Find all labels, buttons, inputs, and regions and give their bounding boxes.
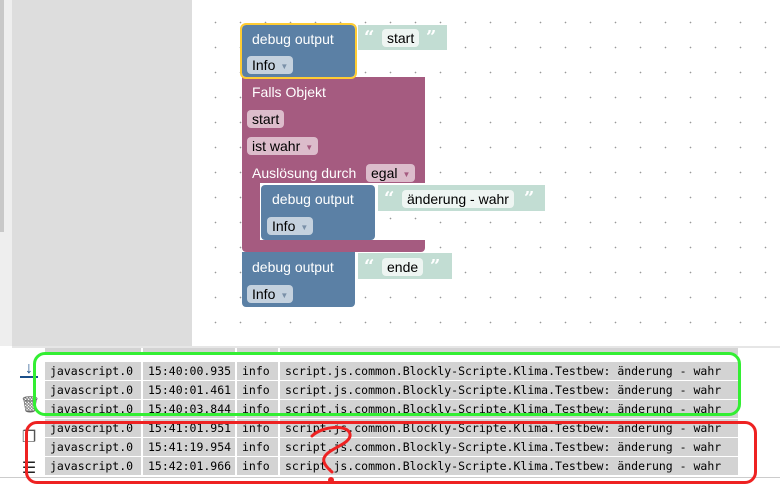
quote-open-icon: “ bbox=[364, 256, 375, 277]
dropdown-arrow-icon: ▼ bbox=[402, 170, 411, 179]
quote-close-icon: ” bbox=[524, 188, 535, 209]
quote-close-icon: ” bbox=[426, 27, 437, 48]
trigger-label: Auslösung durch bbox=[252, 165, 357, 181]
divider bbox=[0, 477, 780, 478]
annotation-green-box bbox=[33, 352, 741, 416]
level-dropdown[interactable]: Info▼ bbox=[267, 217, 314, 235]
dropdown-arrow-icon: ▼ bbox=[305, 143, 314, 152]
dropdown-arrow-icon: ▼ bbox=[280, 62, 289, 71]
debug-label: debug output bbox=[272, 191, 354, 207]
scroll-down-icon[interactable]: ↓ bbox=[20, 360, 38, 378]
table-row-partial bbox=[45, 348, 740, 355]
object-field[interactable]: start bbox=[247, 110, 285, 128]
annotation-red-box bbox=[25, 421, 757, 484]
divider bbox=[12, 346, 780, 348]
debug-label: debug output bbox=[252, 259, 334, 275]
level-dropdown[interactable]: Info▼ bbox=[247, 285, 294, 303]
text-field[interactable]: änderung - wahr bbox=[402, 190, 514, 208]
text-field[interactable]: ende bbox=[382, 258, 424, 276]
quote-close-icon: ” bbox=[430, 256, 441, 277]
trigger-dropdown[interactable]: egal▼ bbox=[366, 164, 416, 182]
dropdown-arrow-icon: ▼ bbox=[280, 291, 289, 300]
debug-label: debug output bbox=[252, 31, 334, 47]
trigger-title: Falls Objekt bbox=[252, 84, 326, 100]
text-field[interactable]: start bbox=[382, 29, 420, 47]
quote-open-icon: “ bbox=[364, 27, 375, 48]
annotation-question-mark bbox=[310, 426, 352, 483]
toolbox-panel bbox=[12, 0, 192, 346]
quote-open-icon: “ bbox=[384, 188, 395, 209]
condition-dropdown[interactable]: ist wahr▼ bbox=[247, 137, 319, 155]
scrollbar-thumb[interactable] bbox=[0, 0, 4, 232]
dropdown-arrow-icon: ▼ bbox=[300, 223, 309, 232]
level-dropdown[interactable]: Info▼ bbox=[247, 56, 294, 74]
